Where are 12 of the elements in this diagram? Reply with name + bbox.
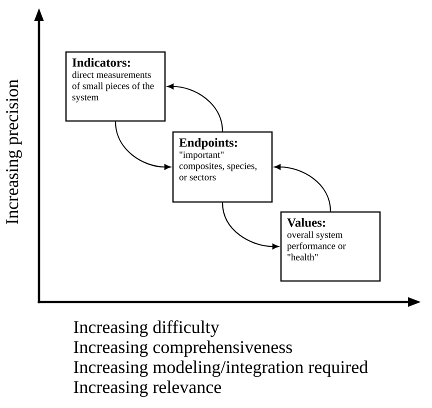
curved-arrow (222, 202, 279, 250)
curved-arrow (167, 84, 224, 132)
curved-arrow (114, 122, 171, 170)
axis-label: Increasing relevance (74, 380, 221, 397)
text-box: Endpoints: "important" composites, species, or sectors (172, 131, 273, 203)
text-box: Indicators: direct measurements of small pieces of the system (65, 51, 166, 122)
axis-label: Increasing precision (6, 80, 22, 224)
axis-label: Increasing comprehensiveness (74, 340, 292, 357)
axis-label: Increasing modeling/integration required (74, 360, 368, 377)
curved-arrow (274, 164, 332, 212)
text-box: Values: overall system performance or "health" (280, 211, 381, 282)
axis-label: Increasing difficulty (74, 320, 220, 337)
